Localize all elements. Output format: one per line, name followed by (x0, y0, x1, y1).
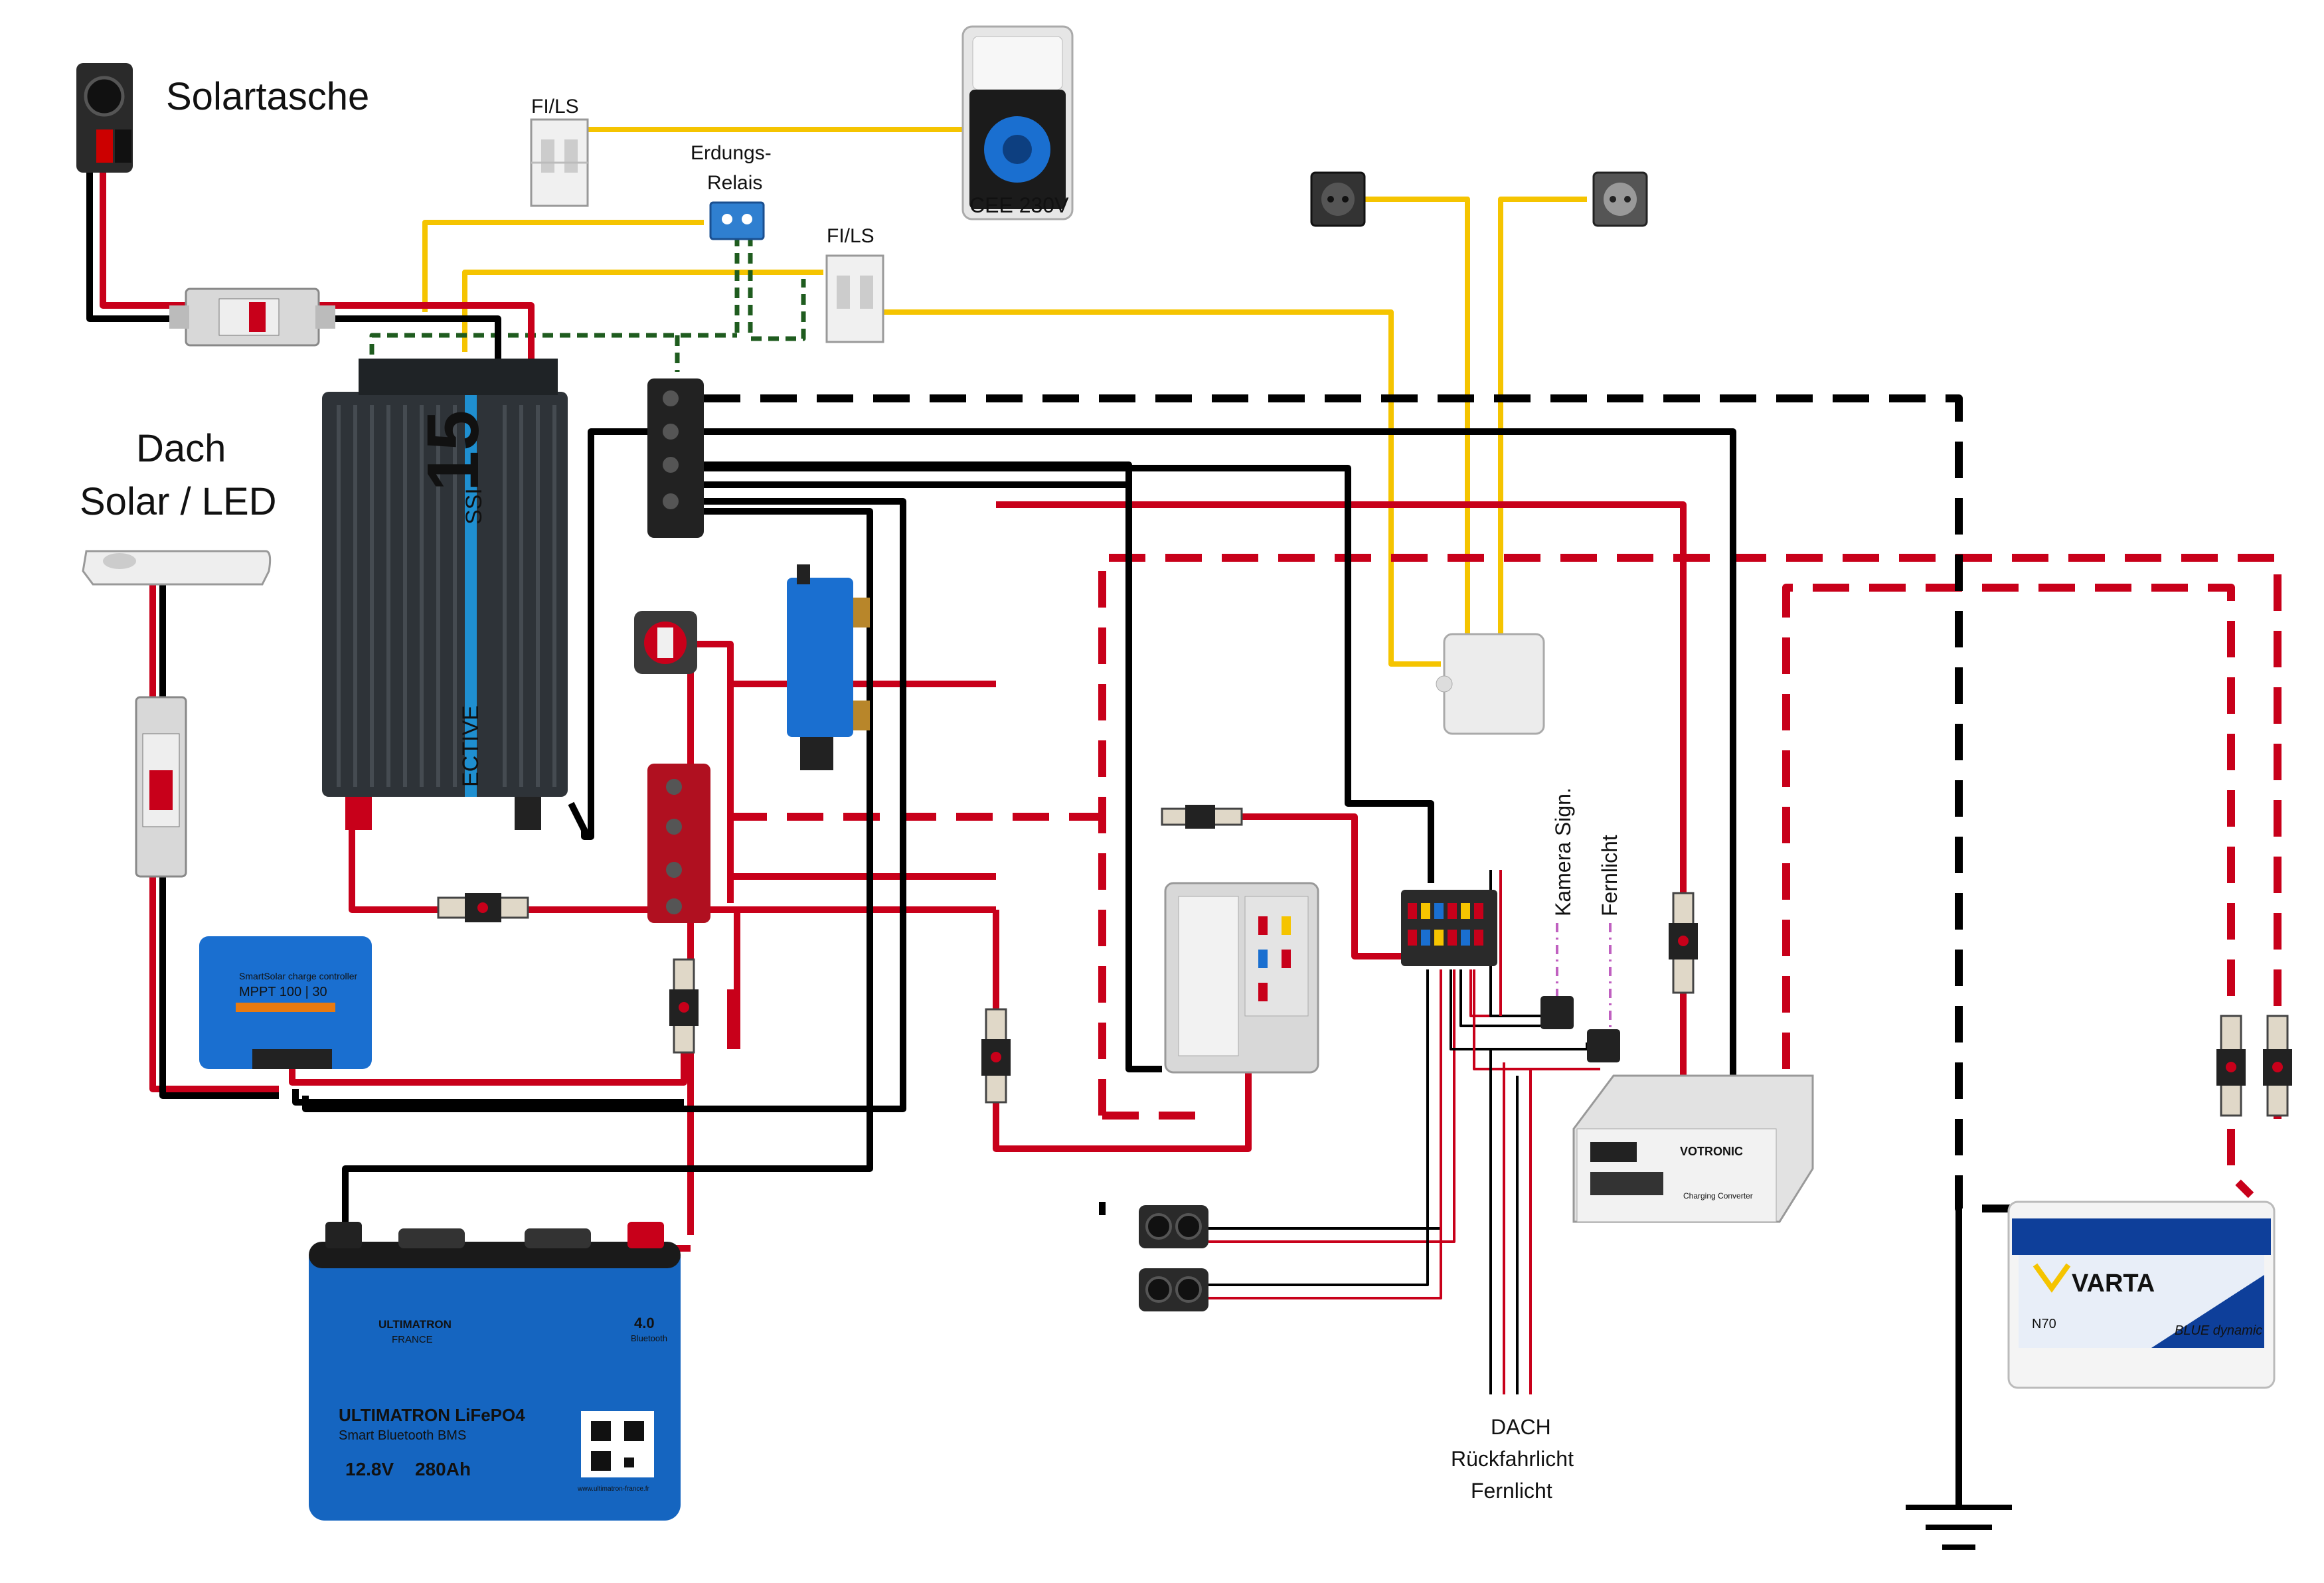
label-fernlicht-vertical: Fernlicht (1598, 835, 1621, 916)
battery-capacity-text: 280Ah (415, 1459, 471, 1479)
battery-name-text: ULTIMATRON LiFePO4 (339, 1405, 525, 1425)
battery-country-text: FRANCE (392, 1334, 433, 1345)
fuse-main-icon (437, 893, 529, 922)
battery-voltage-text: 12.8V (345, 1459, 394, 1479)
battery-version-text: 4.0 (634, 1315, 655, 1331)
battery-brand-text: ULTIMATRON (378, 1318, 452, 1331)
negative-busbar-icon (647, 378, 704, 538)
relay-1-icon (1540, 996, 1574, 1029)
varta-line-text: BLUE dynamic (2175, 1323, 2262, 1338)
roof-junction-box-icon (82, 550, 272, 586)
fuse-left-icon (981, 1008, 1011, 1104)
varta-model-text: N70 (2032, 1317, 2056, 1331)
label-erdungs-line1: Erdungs- (691, 142, 772, 164)
mppt-title-text: SmartSolar charge controller (239, 971, 358, 981)
dcdc-converter-icon (1572, 1074, 1814, 1223)
mppt-model-text: MPPT 100 | 30 (239, 985, 327, 999)
signal-wires (1556, 923, 1612, 1029)
label-solartasche: Solartasche (166, 75, 369, 118)
mppt-controller-icon (199, 936, 372, 1069)
label-dach-line2: Solar / LED (80, 480, 277, 523)
inverter-model-text: 15 (412, 410, 494, 491)
positive-dashed-wires (730, 554, 2282, 1199)
fuse-starter-1-icon (2216, 1015, 2246, 1117)
battery-switch-icon (634, 611, 697, 674)
fi-ls-breaker-top-icon (530, 118, 589, 207)
label-dach-bottom: DACH (1491, 1415, 1551, 1439)
fuse-starter-2-icon (2263, 1015, 2292, 1117)
label-dach-line1: Dach (136, 427, 226, 470)
label-kamera-signal: Kamera Sign. (1551, 788, 1575, 916)
socket-right-icon (1592, 171, 1648, 227)
label-fi-ls-mid: FI/LS (827, 225, 874, 247)
votronic-sub-text: Charging Converter (1683, 1191, 1753, 1201)
varta-battery-icon (2007, 1201, 2276, 1389)
ground-symbol (1906, 1505, 2012, 1550)
usb-socket-2-icon (1139, 1268, 1208, 1311)
fuse-fuseblock-icon (1161, 805, 1243, 829)
battery-shunt-icon (787, 564, 870, 770)
earth-wires (369, 236, 806, 372)
negative-wires (86, 159, 1962, 1507)
cee-inlet-icon (961, 25, 1074, 220)
solar-socket-icon (76, 63, 133, 173)
wires (86, 127, 2282, 1507)
fuse-distribution-box-icon (1164, 882, 1319, 1074)
varta-brand-text: VARTA (2072, 1270, 2155, 1297)
label-erdungs-line2: Relais (707, 172, 762, 194)
inverter-series-text: SSI (461, 488, 487, 525)
inverter-brand-text: ECTIVE (458, 705, 483, 787)
fuse-block-wires (1208, 870, 1600, 1394)
usb-socket-1-icon (1139, 1205, 1208, 1248)
label-rueckfahrlicht: Rückfahrlicht (1451, 1447, 1574, 1471)
relay-2-icon (1587, 1029, 1620, 1062)
battery-sub-text: Smart Bluetooth BMS (339, 1428, 466, 1443)
battery-url-text: www.ultimatron-france.fr (577, 1485, 649, 1493)
fi-ls-breaker-mid-icon (825, 254, 884, 343)
label-cee: CEE 230V (969, 193, 1069, 217)
earth-relay-icon (709, 201, 765, 240)
label-fi-ls-top: FI/LS (531, 96, 579, 118)
ac-junction-box-icon (1436, 633, 1545, 735)
positive-busbar-icon (647, 764, 710, 923)
blade-fuse-block-icon (1401, 890, 1497, 966)
votronic-brand-text: VOTRONIC (1680, 1145, 1743, 1158)
negative-dashed-wires (704, 394, 2019, 1212)
lifepo4-battery-icon (309, 1222, 681, 1521)
inverter-icon (322, 359, 568, 830)
roof-breaker-icon (135, 696, 187, 878)
battery-bluetooth-text: Bluetooth (631, 1333, 667, 1343)
ac-wires (422, 127, 1587, 667)
label-fernlicht-bottom: Fernlicht (1471, 1479, 1552, 1503)
solar-breaker-icon (169, 288, 335, 347)
socket-left-icon (1310, 171, 1366, 227)
fuse-votronic-icon (1669, 892, 1698, 994)
fuse-mppt-icon (669, 958, 699, 1054)
